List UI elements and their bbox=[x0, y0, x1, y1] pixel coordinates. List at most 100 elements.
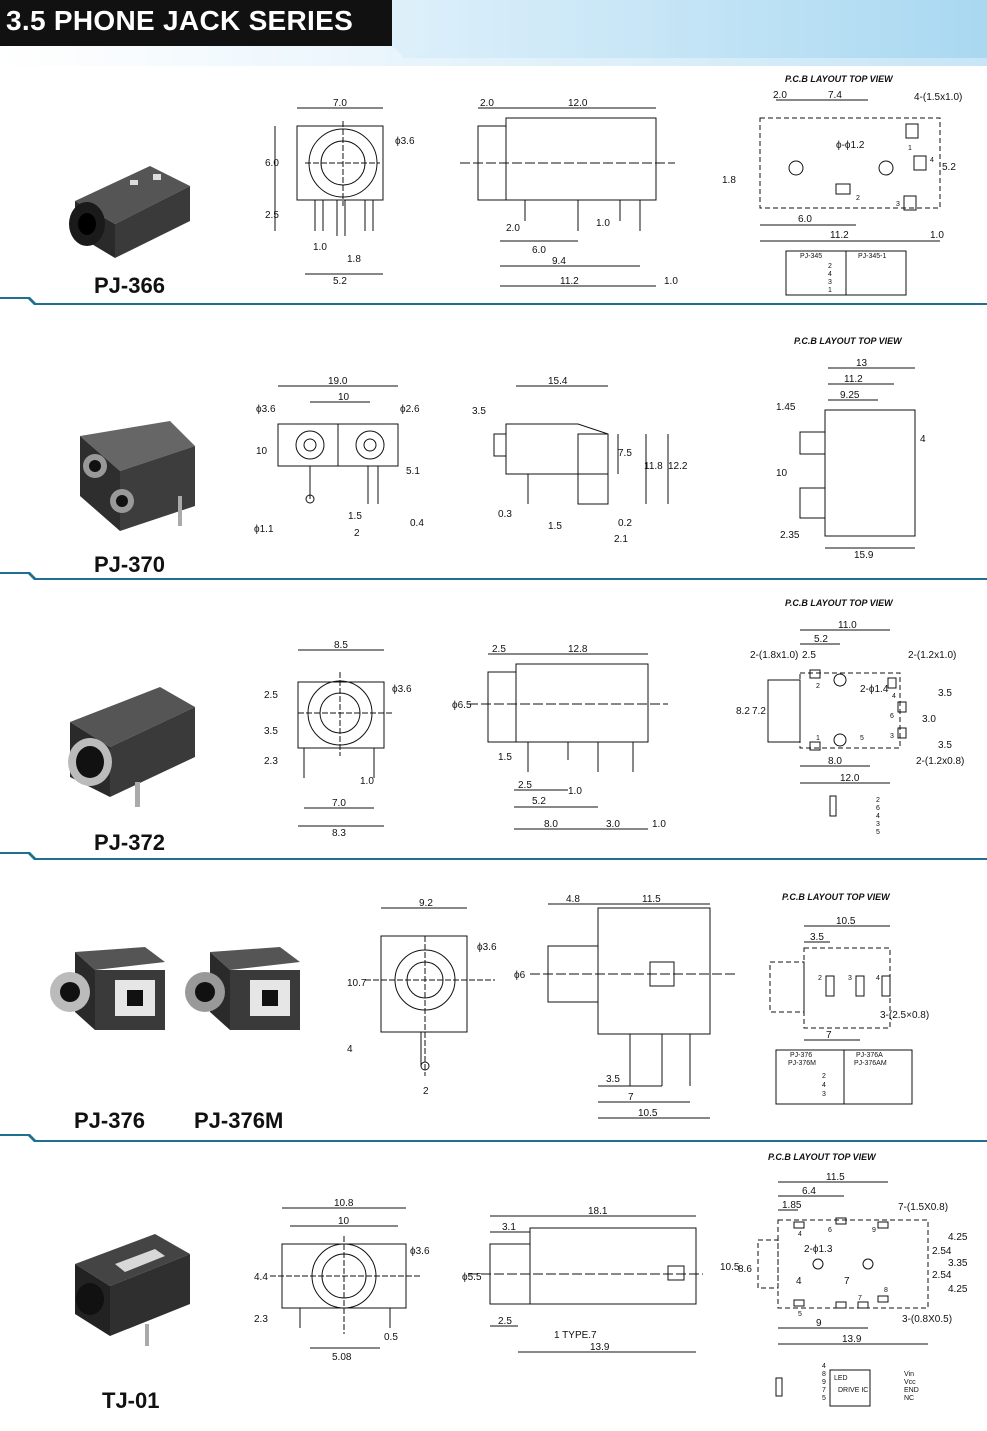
output-label: END bbox=[904, 1387, 919, 1394]
pcb-layout-drawing: 11.0 13 11.2 9.25 1.45 4 10 2.35 15.9 bbox=[776, 358, 926, 561]
dim-label: 6.0 bbox=[798, 214, 812, 225]
dim-label: 8.3 bbox=[332, 828, 346, 839]
pin-number: 4 bbox=[892, 693, 896, 700]
dim-label: 7.4 bbox=[828, 90, 842, 101]
dim-label: ϕ1.1 bbox=[254, 524, 274, 535]
pin-number: 2 bbox=[856, 195, 860, 202]
pin-number: 9 bbox=[822, 1379, 826, 1386]
front-view-drawing: 7.0 ϕ3.6 6.0 2.5 1.0 1.8 5.2 bbox=[265, 98, 415, 287]
dim-label: 10 bbox=[256, 446, 268, 457]
dim-label: 3.5 bbox=[606, 1074, 620, 1085]
pin-number: 1 bbox=[908, 145, 912, 152]
dim-label: 1.0 bbox=[664, 276, 678, 287]
dim-label: 3.5 bbox=[810, 932, 824, 943]
pcb-layout-label: P.C.B LAYOUT TOP VIEW bbox=[782, 892, 890, 902]
pin-number: 2 bbox=[828, 263, 832, 270]
page-header: 3.5 PHONE JACK SERIES bbox=[0, 0, 987, 66]
dim-label: 7 bbox=[844, 1276, 850, 1287]
pcb-layout-label: P.C.B LAYOUT TOP VIEW bbox=[794, 336, 902, 346]
dim-label: 2.0 bbox=[773, 90, 787, 101]
dim-label: 2 bbox=[354, 528, 360, 539]
pin-number: 9 bbox=[872, 1227, 876, 1234]
dim-label: 10 bbox=[338, 1216, 350, 1227]
side-view-drawing: 2.5 12.8 ϕ6.5 1.5 2.5 5.2 1.0 8.0 3.0 1.… bbox=[452, 644, 668, 830]
dim-label: 10.5 bbox=[836, 916, 856, 927]
dim-label: 10.8 bbox=[334, 1198, 354, 1209]
dim-label: 3.5 bbox=[472, 406, 486, 417]
pcb-layout-drawing: 10.5 3.5 3-(2.5×0.8) 7 2 3 4 PJ-376 PJ-3… bbox=[769, 916, 929, 1105]
dim-label: 9.4 bbox=[552, 256, 566, 267]
dim-label: 2.3 bbox=[264, 756, 278, 767]
dim-label: 2-ϕ1.4 bbox=[860, 684, 889, 695]
pin-number: 7 bbox=[858, 1295, 862, 1302]
dim-label: 12.0 bbox=[840, 773, 860, 784]
dim-label: 0.3 bbox=[498, 509, 512, 520]
dim-label: 2.54 bbox=[932, 1270, 952, 1281]
dim-label: 4.4 bbox=[254, 1272, 268, 1283]
dim-label: 10.5 bbox=[638, 1108, 658, 1119]
section-tj-01: TJ-01 10.8 10 ϕ3.6 4.4 2.3 0.5 5.08 bbox=[0, 1144, 987, 1431]
dim-label: 10 bbox=[338, 392, 350, 403]
dim-label: 0.5 bbox=[384, 1332, 398, 1343]
pin-number: 1 bbox=[828, 287, 832, 294]
dim-label: 11.0 bbox=[838, 620, 857, 631]
section-divider bbox=[0, 297, 987, 305]
pin-number: 3 bbox=[822, 1091, 826, 1098]
pin-number: 4 bbox=[828, 271, 832, 278]
pin-number: 4 bbox=[876, 975, 880, 982]
output-label: NC bbox=[904, 1395, 914, 1402]
pin-number: 4 bbox=[930, 157, 934, 164]
dim-label: 9.2 bbox=[419, 898, 433, 909]
dim-label: 2-ϕ1.3 bbox=[804, 1244, 833, 1255]
dim-label: 13.9 bbox=[842, 1334, 862, 1345]
model-label: PJ-372 bbox=[94, 830, 165, 855]
pin-number: 3 bbox=[828, 279, 832, 286]
pcb-layout-label: P.C.B LAYOUT TOP VIEW bbox=[768, 1152, 876, 1162]
dim-label: 5.1 bbox=[406, 466, 420, 477]
dim-label: 2-(1.2x0.8) bbox=[916, 756, 964, 767]
dim-label: 3.0 bbox=[606, 819, 620, 830]
section-pj-366: PJ-366 7.0 ϕ3.6 6.0 2.5 1.0 1.8 5.2 bbox=[0, 66, 987, 306]
pin-number: 6 bbox=[876, 805, 880, 812]
dim-label: 2.0 bbox=[480, 98, 494, 109]
product-photo bbox=[75, 1234, 190, 1346]
model-label: PJ-376M bbox=[194, 1108, 284, 1133]
drive-ic-label: DRIVE IC bbox=[838, 1387, 868, 1394]
dim-label: 7.5 bbox=[618, 448, 632, 459]
section-divider bbox=[0, 852, 987, 860]
dim-label: 15.4 bbox=[548, 376, 568, 387]
dim-label: 3.5 bbox=[938, 688, 952, 699]
product-photo bbox=[68, 687, 195, 807]
dim-label: 1.0 bbox=[596, 218, 610, 229]
dim-label: ϕ3.6 bbox=[256, 404, 276, 415]
dim-label: 1.0 bbox=[313, 242, 327, 253]
side-view-drawing: 18.1 3.1 ϕ5.5 2.5 1 TYPE.7 13.9 bbox=[462, 1206, 703, 1353]
dim-label: 7 bbox=[826, 1030, 832, 1041]
dim-label: 8.6 bbox=[738, 1264, 752, 1275]
pin-number: 4 bbox=[822, 1363, 826, 1370]
section-pj-370: PJ-370 19.0 10 ϕ3.6 ϕ2.6 10 5.1 1.5 2 0.… bbox=[0, 306, 987, 582]
pcb-layout-label: P.C.B LAYOUT TOP VIEW bbox=[785, 74, 893, 84]
dim-label: 13 bbox=[856, 358, 868, 369]
dim-label: 10.7 bbox=[347, 978, 367, 989]
variant-label: PJ-376A bbox=[856, 1052, 883, 1059]
dim-label: ϕ3.6 bbox=[477, 942, 497, 953]
dim-label: ϕ-ϕ1.2 bbox=[836, 140, 865, 151]
dim-label: 4.8 bbox=[566, 894, 580, 905]
dim-label: 1.85 bbox=[782, 1200, 802, 1211]
dim-label: 6.0 bbox=[532, 245, 546, 256]
dim-label: 1.5 bbox=[498, 752, 512, 763]
dim-label: 0.4 bbox=[410, 518, 424, 529]
dim-label: 1.8 bbox=[722, 175, 736, 186]
dim-label: 2.1 bbox=[614, 534, 628, 545]
dim-label: 1.5 bbox=[348, 511, 362, 522]
dim-label: 8.5 bbox=[334, 640, 348, 651]
pin-number: 2 bbox=[818, 975, 822, 982]
dim-label: 19.0 bbox=[328, 376, 348, 387]
dim-label: 6.4 bbox=[802, 1186, 816, 1197]
dim-label: 7-(1.5X0.8) bbox=[898, 1202, 948, 1213]
pin-number: 2 bbox=[816, 683, 820, 690]
dim-label: 10 bbox=[776, 468, 788, 479]
dim-label: 2.0 bbox=[506, 223, 520, 234]
pin-number: 2 bbox=[822, 1073, 826, 1080]
